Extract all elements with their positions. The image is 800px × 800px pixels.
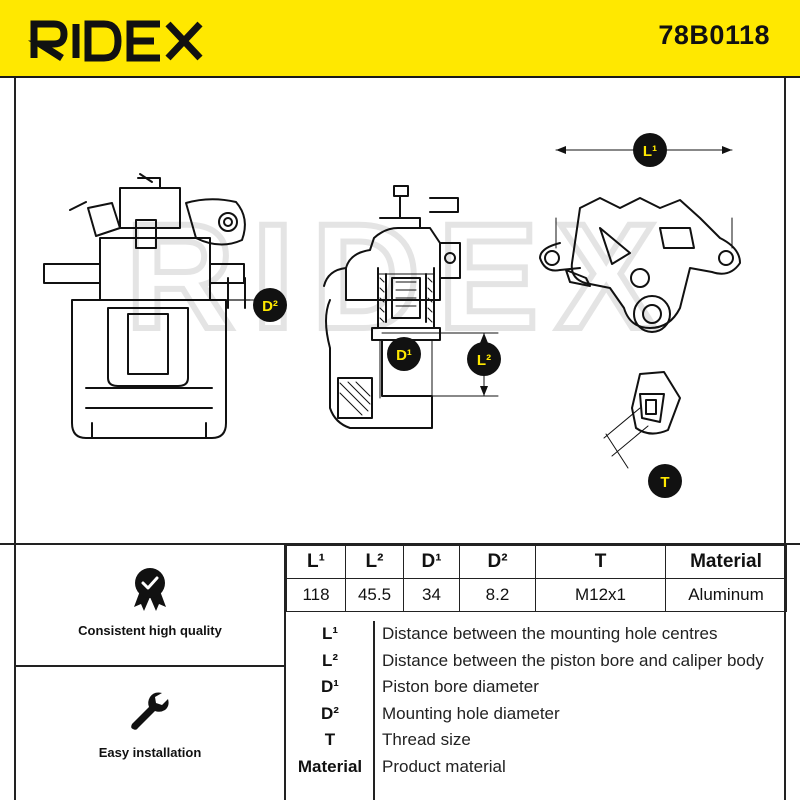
legend-symbol: T	[324, 730, 336, 750]
caliper-technical-drawing: RIDEX	[43, 133, 741, 498]
feature-quality: Consistent high quality	[14, 545, 286, 667]
spec-value-l2: 45.5	[345, 578, 404, 612]
callout-t-text: T	[660, 474, 669, 491]
caliper-section-view	[323, 185, 461, 429]
legend: L¹ Distance between the mounting hole ce…	[286, 621, 786, 800]
caliper-top-view	[539, 149, 741, 333]
ridex-logo	[27, 20, 203, 62]
feature-installation: Easy installation	[14, 667, 286, 800]
spec-value-d2: 8.2	[459, 578, 536, 612]
legend-row-t: T Thread size	[286, 727, 786, 754]
spec-header-row: L¹ L² D¹ D² T Material	[286, 545, 787, 579]
callout-d2-text: D²	[262, 298, 278, 315]
legend-description: Distance between the mounting hole centr…	[382, 624, 718, 643]
legend-description: Product material	[382, 756, 506, 776]
legend-divider	[373, 621, 375, 800]
feature-quality-label: Consistent high quality	[78, 623, 222, 638]
legend-row-material: Material Product material	[286, 754, 786, 781]
legend-description: Thread size	[382, 730, 471, 750]
spec-value-t: M12x1	[535, 578, 666, 612]
legend-description: Mounting hole diameter	[382, 703, 560, 723]
callout-d2: D²	[253, 288, 287, 322]
caliper-front-view	[43, 173, 251, 439]
legend-symbol: D¹	[321, 677, 339, 697]
legend-row-l2: L² Distance between the piston bore and …	[286, 648, 786, 675]
spec-value-row: 118 45.5 34 8.2 M12x1 Aluminum	[286, 578, 787, 612]
callout-d1-text: D¹	[396, 347, 412, 364]
bleed-screw-detail	[603, 371, 681, 469]
callout-l1-text: L¹	[643, 143, 657, 160]
callout-l2-text: L²	[477, 352, 491, 369]
legend-symbol: Material	[297, 756, 363, 776]
callout-d1: D¹	[387, 337, 421, 371]
legend-symbol: L¹	[321, 624, 339, 643]
spec-value-l1: 118	[286, 578, 346, 612]
legend-row-l1: L¹ Distance between the mounting hole ce…	[286, 621, 786, 648]
spec-table: L¹ L² D¹ D² T Material 118 45.5 34 8.2 M…	[286, 545, 787, 612]
spec-header-d2: D²	[459, 545, 536, 579]
features-column: Consistent high quality Easy installatio…	[14, 545, 286, 800]
callout-t: T	[648, 464, 682, 498]
spec-value-d1: 34	[403, 578, 460, 612]
spec-header-d1: D¹	[403, 545, 460, 579]
spec-value-material: Aluminum	[665, 578, 787, 612]
feature-installation-label: Easy installation	[98, 745, 202, 760]
callout-l1: L¹	[633, 133, 667, 167]
spec-header-l1: L¹	[286, 545, 346, 579]
spec-header-t: T	[535, 545, 666, 579]
legend-symbol: L²	[321, 650, 339, 670]
quality-badge-icon	[134, 568, 166, 611]
legend-row-d2: D² Mounting hole diameter	[286, 701, 786, 728]
legend-description: Distance between the piston bore and cal…	[382, 650, 764, 670]
specification-section: Consistent high quality Easy installatio…	[0, 543, 800, 800]
callout-l2: L²	[467, 342, 501, 376]
legend-description: Piston bore diameter	[382, 677, 539, 697]
content-frame	[14, 78, 786, 800]
wrench-icon	[131, 692, 169, 730]
legend-symbol: D²	[321, 703, 339, 723]
part-number: 78B0118	[658, 20, 770, 50]
header-bar: 78B0118	[0, 0, 800, 78]
spec-header-l2: L²	[345, 545, 404, 579]
legend-row-d1: D¹ Piston bore diameter	[286, 674, 786, 701]
spec-header-material: Material	[665, 545, 787, 579]
